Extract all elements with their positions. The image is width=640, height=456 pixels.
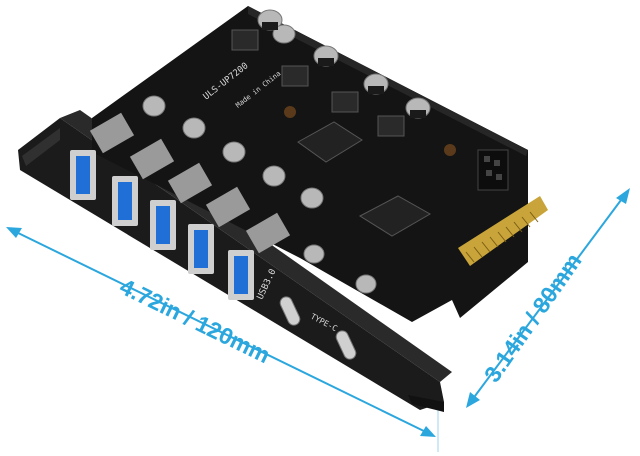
usb-a-ports: USB3.0 [70, 112, 291, 301]
usb-c-port-1 [279, 296, 301, 326]
inductor-coils [231, 29, 405, 137]
usb-c-port-2 [335, 330, 357, 360]
usb-a-port-4 [188, 186, 251, 274]
capacitors [142, 9, 431, 294]
controller-chip-secondary [358, 195, 432, 237]
usb-a-port-3 [150, 162, 213, 250]
usb-a-port-2 [112, 138, 175, 226]
small-inductors [284, 106, 456, 156]
usb-a-port-1 [70, 112, 135, 200]
pcie-connector [458, 196, 548, 266]
controller-chip-main [297, 121, 363, 163]
header-pins [477, 149, 509, 191]
usb-a-port-5 [228, 212, 291, 300]
